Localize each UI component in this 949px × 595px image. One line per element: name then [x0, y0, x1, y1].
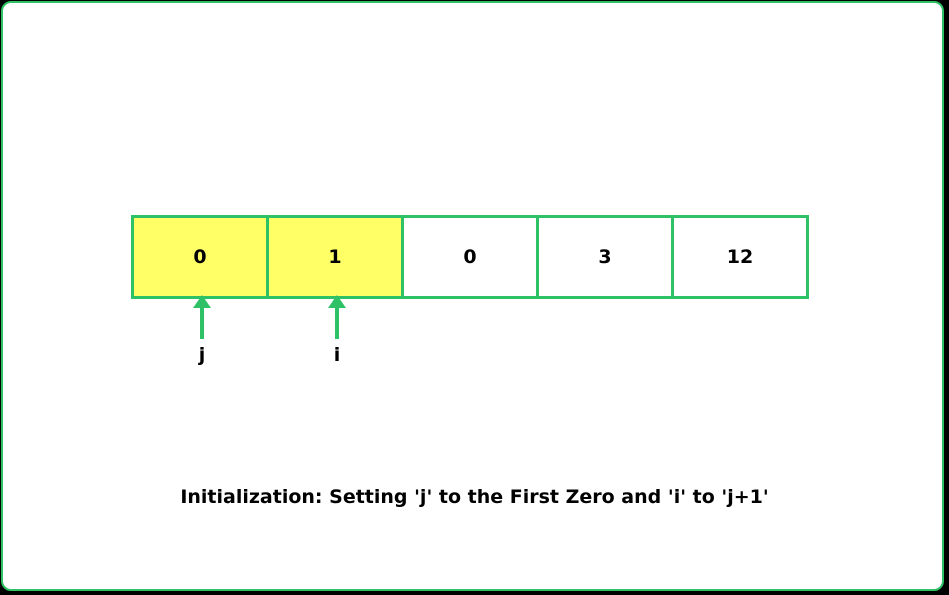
pointer-i-arrow-icon: [328, 295, 346, 339]
array-cell-1: 1: [266, 215, 404, 299]
array-cell-2: 0: [401, 215, 539, 299]
array: 0 1 0 3 12: [131, 215, 809, 299]
caption: Initialization: Setting 'j' to the First…: [180, 486, 769, 508]
array-cell-3: 3: [536, 215, 674, 299]
pointer-i-label: i: [333, 344, 341, 366]
pointer-j-label: j: [198, 344, 206, 366]
pointer-j-arrow-icon: [193, 295, 211, 339]
array-cell-4: 12: [671, 215, 809, 299]
array-cell-0: 0: [131, 215, 269, 299]
